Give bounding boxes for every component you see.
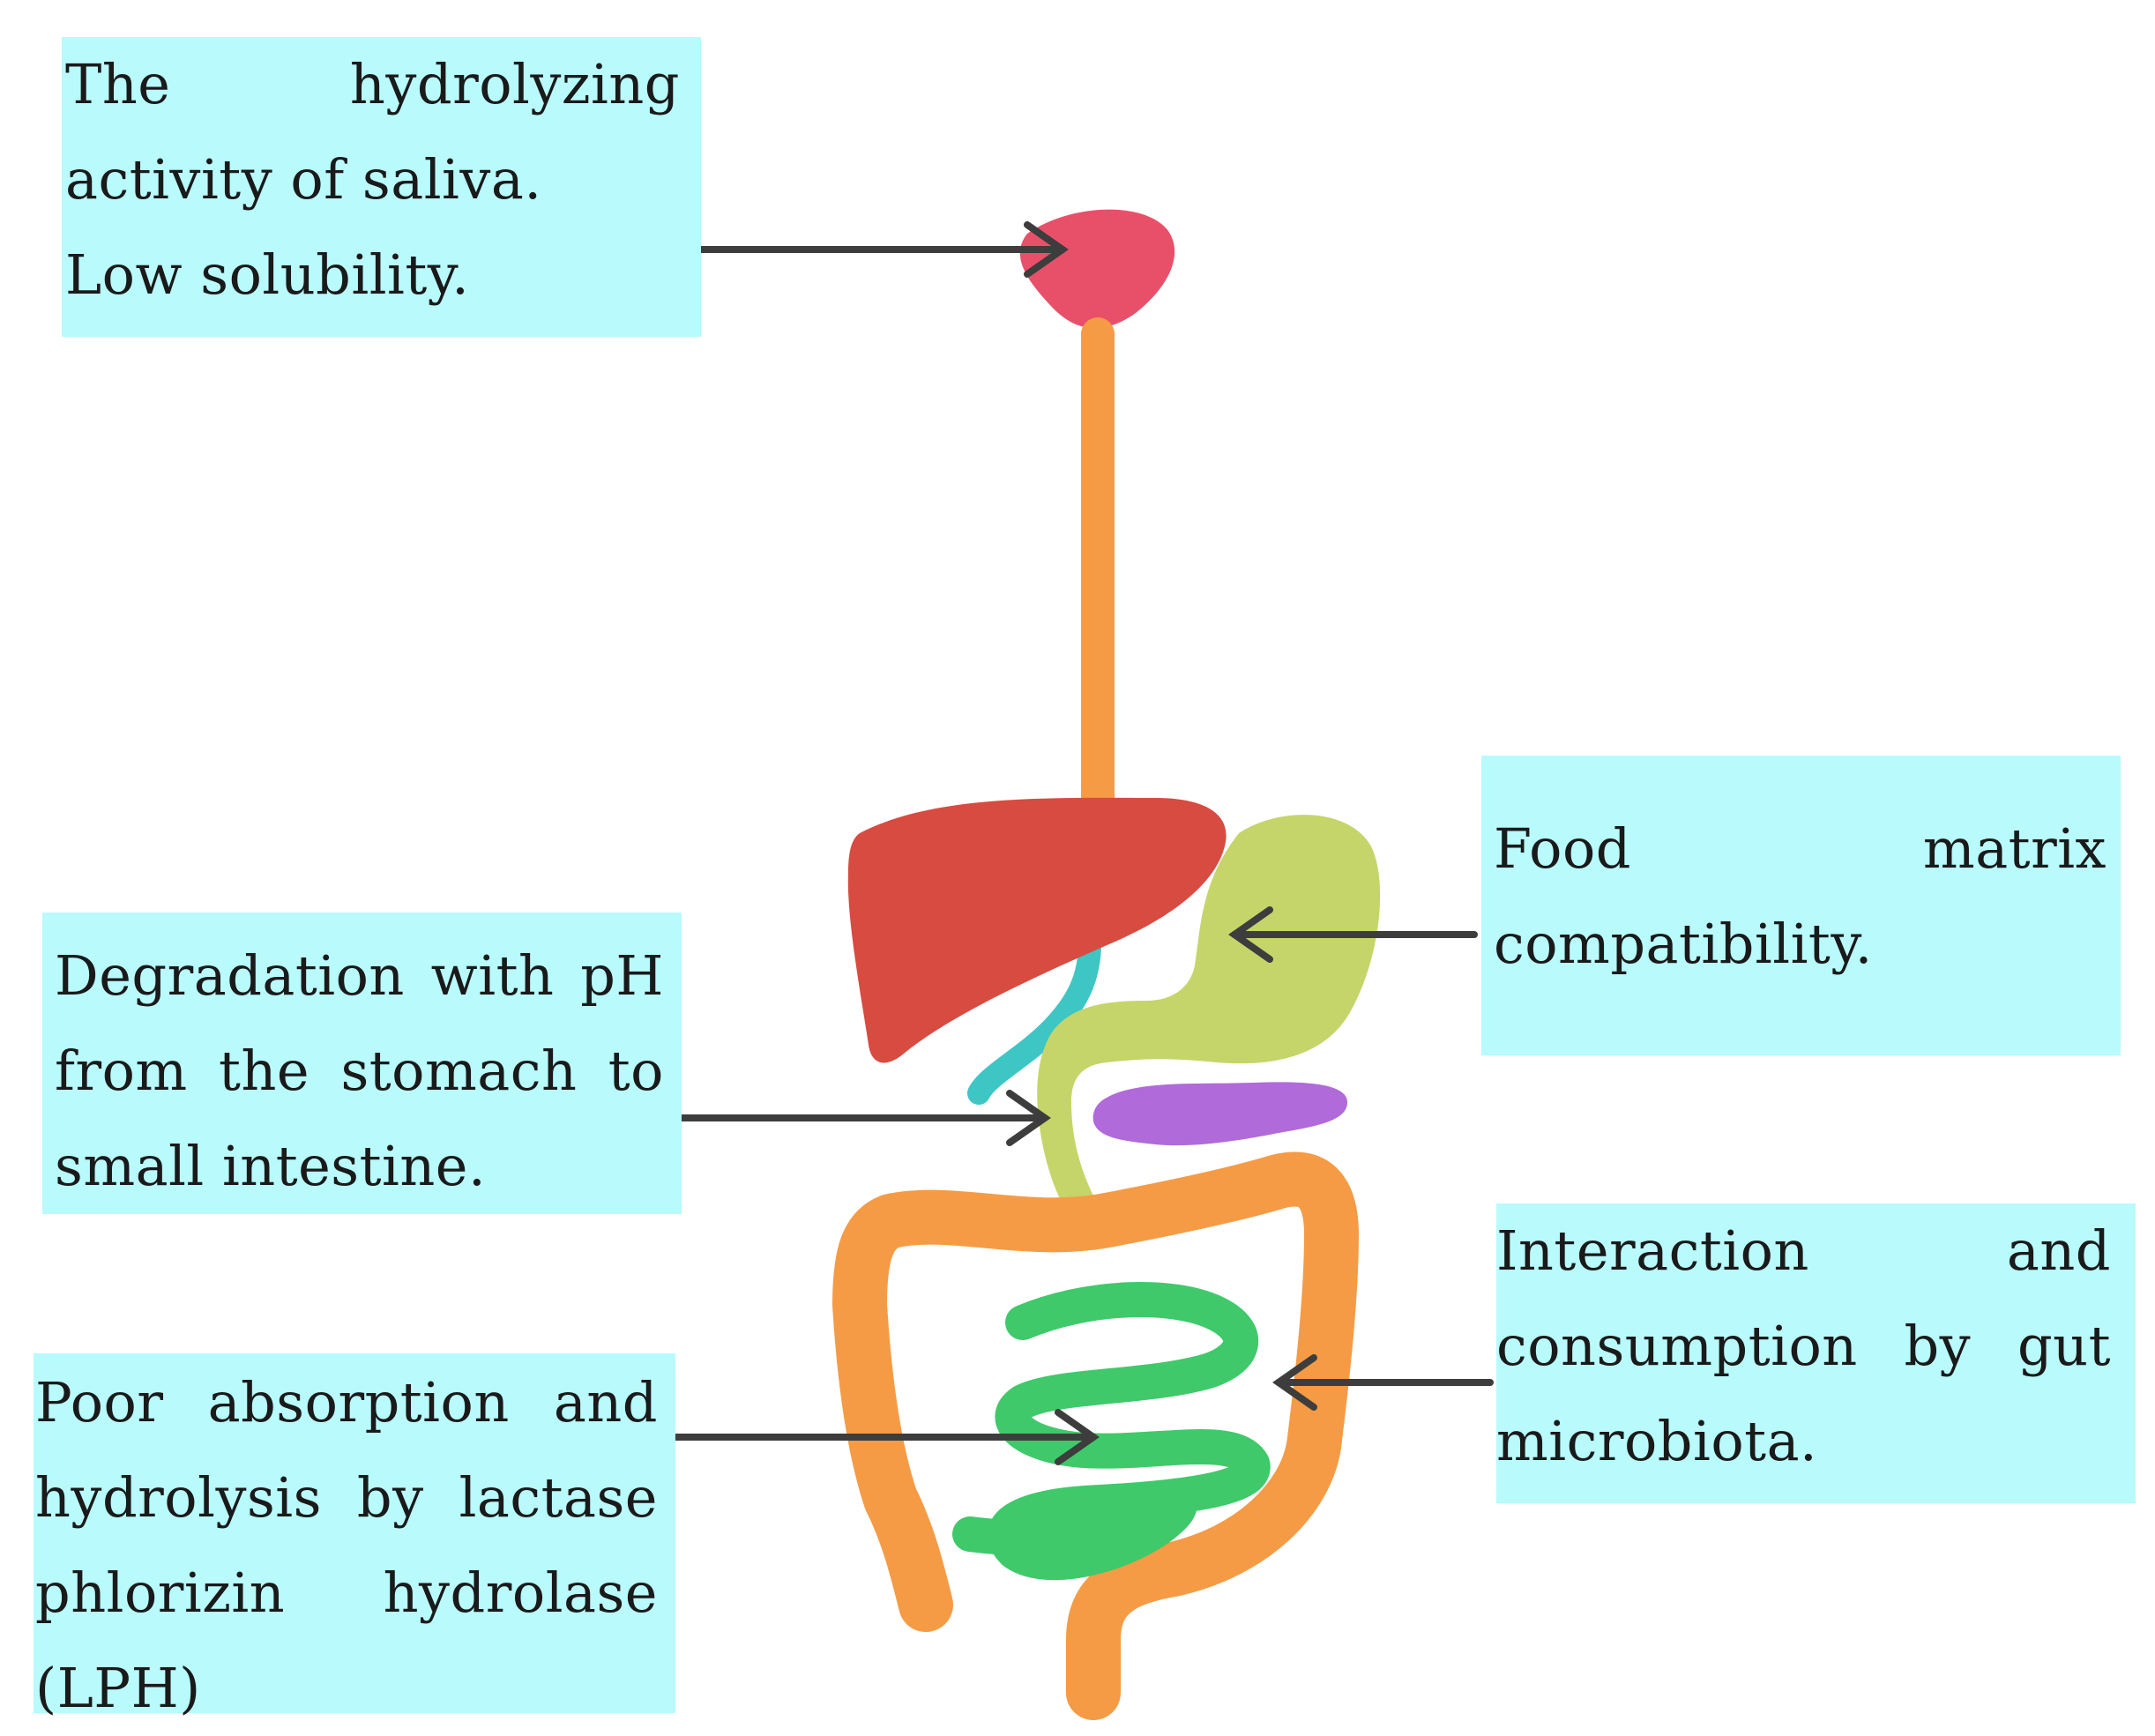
mouth-organ — [1019, 209, 1175, 328]
liver — [847, 797, 1227, 1063]
pancreas — [1092, 1082, 1348, 1146]
label-saliva-line: The hydrolyzing activity of saliva. — [65, 52, 680, 212]
label-solubility-line: Low solubility. — [65, 242, 470, 307]
label-ph-degradation: Degradation with pH from the stomach to … — [42, 913, 682, 1214]
arrow-to-duodenum — [678, 1090, 1051, 1146]
esophagus — [1081, 317, 1115, 820]
label-food-matrix: Food matrix compatibility. — [1481, 756, 2121, 1055]
arrow-to-large-intestine — [1272, 1354, 1494, 1411]
label-saliva-solubility: The hydrolyzing activity of saliva. Low … — [62, 37, 701, 337]
large-intestine — [832, 1151, 1359, 1720]
bile-duct — [967, 923, 1102, 1105]
label-lph-absorption: Poor absorption and hydrolysis by lactas… — [34, 1353, 675, 1720]
stomach — [1037, 815, 1381, 1228]
arrow-to-stomach — [1228, 906, 1478, 963]
arrow-to-small-intestine — [672, 1409, 1100, 1465]
label-gut-microbiota: Interaction and consumption by gut micro… — [1496, 1203, 2136, 1503]
small-intestine — [952, 1281, 1271, 1581]
